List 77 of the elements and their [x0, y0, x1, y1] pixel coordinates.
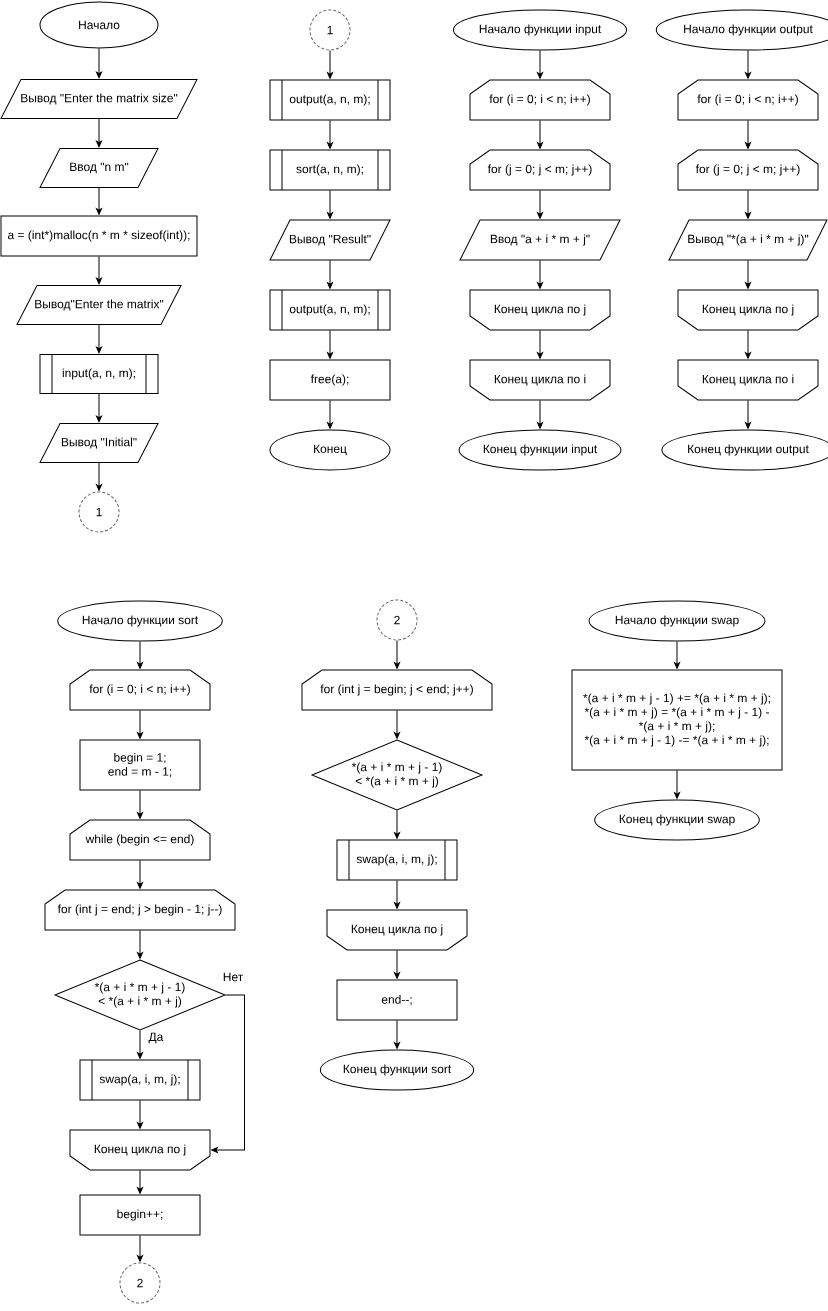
- loop-end-box: Конец цикла по j: [326, 909, 468, 951]
- arrow: [537, 330, 543, 359]
- arrow: [96, 187, 102, 215]
- arrow: [96, 48, 102, 79]
- arrow: [327, 50, 333, 79]
- arrow: [537, 260, 543, 289]
- arrow: [537, 50, 543, 79]
- edge-label: Да: [147, 1031, 165, 1045]
- io-parallelogram: Вывод "*(a + i * m + j)": [668, 219, 828, 261]
- arrow: [137, 1100, 143, 1129]
- process-box: free(a);: [269, 359, 391, 401]
- arrow: [327, 330, 333, 359]
- process-box: begin = 1; end = m - 1;: [79, 739, 201, 791]
- loop-end-box: Конец цикла по i: [469, 359, 611, 401]
- subprocess-box: sort(a, n, m);: [269, 149, 391, 191]
- arrow: [327, 400, 333, 429]
- arrow: [394, 710, 400, 739]
- arrow: [745, 120, 751, 149]
- process-box: end--;: [336, 979, 458, 1021]
- arrow: [394, 880, 400, 909]
- arrow: [394, 810, 400, 839]
- arrow: [745, 330, 751, 359]
- arrow: [137, 1030, 143, 1059]
- loop-start-box: while (begin <= end): [69, 819, 211, 861]
- io-parallelogram: Вывод"Enter the matrix": [16, 285, 182, 325]
- arrow: [745, 400, 751, 429]
- process-box: begin++;: [79, 1194, 201, 1236]
- arrow: [137, 710, 143, 739]
- arrow: [96, 118, 102, 148]
- arrow: [137, 860, 143, 889]
- loop-end-box: Конец цикла по i: [677, 359, 819, 401]
- loop-end-box: Конец цикла по j: [677, 289, 819, 331]
- arrow: [137, 1170, 143, 1194]
- arrow: [96, 462, 102, 491]
- arrow: [96, 393, 102, 423]
- subprocess-box: swap(a, i, m, j);: [79, 1059, 201, 1101]
- subprocess-box: output(a, n, m);: [269, 79, 391, 121]
- io-parallelogram: Вывод "Enter the matrix size": [0, 79, 198, 119]
- loop-start-box: for (j = 0; j < m; j++): [469, 149, 611, 191]
- subprocess-box: swap(a, i, m, j);: [336, 839, 458, 881]
- arrow: [137, 930, 143, 959]
- arrow: [211, 994, 245, 1153]
- arrow: [327, 260, 333, 289]
- process-box: a = (int*)malloc(n * m * sizeof(int));: [0, 215, 198, 257]
- arrow: [137, 1235, 143, 1262]
- arrow: [745, 190, 751, 219]
- arrow: [137, 641, 143, 669]
- loop-start-box: for (i = 0; i < n; i++): [677, 79, 819, 121]
- arrow: [327, 190, 333, 219]
- io-parallelogram: Ввод "n m": [39, 148, 159, 188]
- subprocess-box: output(a, n, m);: [269, 289, 391, 331]
- loop-end-box: Конец цикла по j: [469, 289, 611, 331]
- arrow: [394, 950, 400, 979]
- arrow: [745, 50, 751, 79]
- io-parallelogram: Вывод "Result": [269, 219, 391, 261]
- arrow: [394, 1020, 400, 1049]
- loop-start-box: for (i = 0; i < n; i++): [469, 79, 611, 121]
- arrow: [745, 260, 751, 289]
- io-parallelogram: Вывод "Initial": [39, 423, 159, 463]
- loop-start-box: for (int j = end; j > begin - 1; j--): [44, 889, 236, 931]
- subprocess-box: input(a, n, m);: [39, 354, 159, 394]
- io-parallelogram: Ввод "a + i * m + j": [459, 219, 621, 261]
- arrow: [537, 120, 543, 149]
- loop-start-box: for (int j = begin; j < end; j++): [301, 669, 493, 711]
- arrow: [537, 400, 543, 429]
- loop-start-box: for (j = 0; j < m; j++): [677, 149, 819, 191]
- arrow: [96, 324, 102, 354]
- arrow: [674, 770, 680, 799]
- loop-end-box: Конец цикла по j: [69, 1129, 211, 1171]
- arrow: [96, 256, 102, 285]
- arrow: [394, 640, 400, 669]
- process-box: *(a + i * m + j - 1) += *(a + i * m + j); *(a + i * m + j) = *(a + i * m + j - 1) - *(a + i * m + j); *(a + i * m + j - 1) -= *(a + i * m + j);: [571, 669, 783, 771]
- arrow: [674, 641, 680, 669]
- arrow: [537, 190, 543, 219]
- arrow: [327, 120, 333, 149]
- loop-start-box: for (i = 0; i < n; i++): [69, 669, 211, 711]
- arrow: [137, 790, 143, 819]
